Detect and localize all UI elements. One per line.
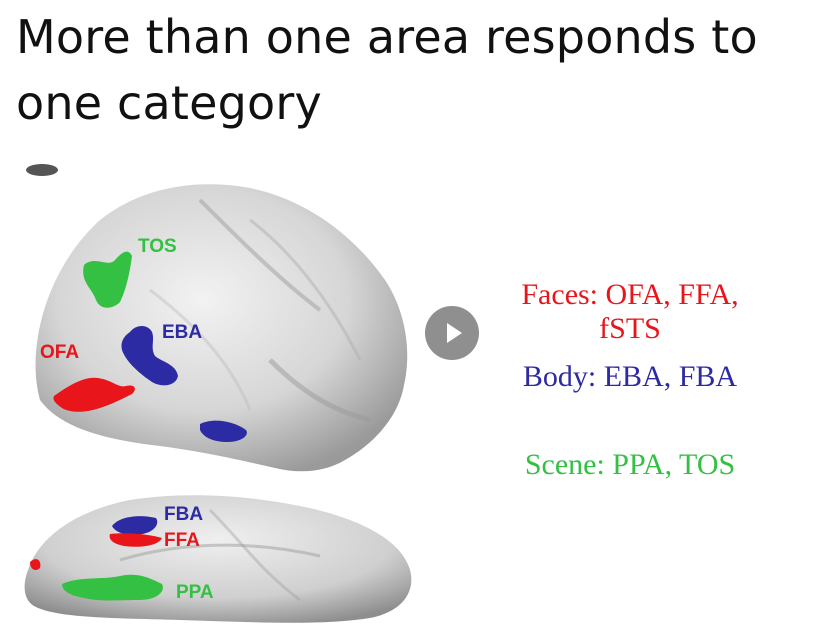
- edge-shadow: [26, 164, 58, 176]
- brain-sulcus: [149, 288, 252, 411]
- legend-faces-line-1: Faces: OFA, FFA,: [521, 278, 739, 311]
- ofa-region: [53, 377, 135, 412]
- brain-sulcus: [268, 358, 371, 423]
- red-edge-region: [30, 559, 41, 570]
- tos-label: TOS: [138, 236, 177, 257]
- brain-sulcus: [119, 543, 321, 562]
- brain-ventral-surface: [24, 495, 412, 623]
- fba-lateral-region: [200, 420, 247, 442]
- eba-label: EBA: [162, 322, 202, 343]
- brain-sulcus: [208, 508, 301, 602]
- brain-sulcus: [249, 218, 362, 361]
- category-legend: Faces: OFA, FFA, fSTS Body: EBA, FBA Sce…: [470, 278, 790, 482]
- ffa-label: FFA: [164, 530, 200, 551]
- tos-region: [83, 251, 132, 308]
- legend-faces-line-2: fSTS: [599, 312, 661, 345]
- slide-title: More than one area responds to one categ…: [16, 4, 826, 136]
- legend-body: Body: EBA, FBA: [522, 360, 738, 393]
- slide-title-line-1: More than one area responds to: [16, 10, 758, 64]
- slide-title-line-2: one category: [16, 76, 322, 130]
- video-play-button[interactable]: [425, 306, 479, 360]
- ffa-region: [109, 533, 162, 547]
- fba-label: FBA: [164, 504, 203, 525]
- eba-region: [121, 326, 178, 386]
- legend-scene: Scene: PPA, TOS: [524, 448, 736, 481]
- ppa-region: [62, 574, 163, 601]
- fba-region: [112, 516, 158, 535]
- brain-figure: TOS OFA EBA FBA FFA PPA: [0, 160, 420, 641]
- play-icon: [447, 323, 462, 343]
- brain-sulcus: [198, 198, 322, 312]
- ofa-label: OFA: [40, 342, 79, 363]
- ppa-label: PPA: [176, 582, 214, 603]
